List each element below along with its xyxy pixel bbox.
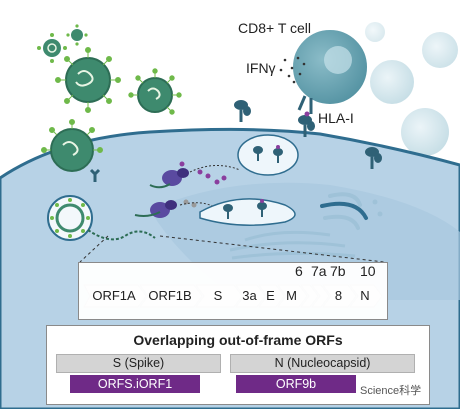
label-ifn: IFNγ: [246, 60, 276, 76]
orf-bar-nucleocapsid: ORF9b: [236, 375, 356, 393]
cd8-t-cell: [291, 28, 369, 114]
virus-large: [55, 47, 121, 113]
genome-top-number: 10: [360, 263, 376, 279]
hla-molecules: [234, 100, 382, 169]
orf-bar-spike: ORFS.iORF1: [70, 375, 200, 393]
ifn-dots: [279, 56, 306, 84]
genome-segment: N: [360, 288, 370, 303]
virus-small-a: [37, 33, 67, 63]
genome-top-number: 7b: [330, 263, 346, 279]
ribosomes: [134, 161, 241, 218]
watermark-text: Science科学: [360, 385, 422, 397]
virus-particles: [37, 24, 182, 182]
genome-segment: 3a: [242, 288, 257, 303]
er-vesicles: [199, 134, 299, 226]
virus-bound: [41, 119, 103, 172]
gene-bar-spike: S (Spike): [56, 354, 221, 373]
genome-segment: ORF1B: [148, 288, 192, 303]
label-hla: HLA-I: [318, 110, 354, 126]
genome-segment: ORF1A: [92, 288, 136, 303]
virus-medium: [128, 68, 182, 115]
genome-segment: M: [286, 288, 297, 303]
vesicle-with-virus: [47, 195, 156, 241]
endoplasmic-reticulum: [229, 230, 356, 260]
genome-segment: E: [266, 288, 275, 303]
receptor-ace2: [89, 168, 101, 182]
genome-segment: S: [213, 288, 223, 303]
virus-small-b: [66, 24, 88, 46]
genome-segment: 8: [334, 288, 343, 303]
golgi: [320, 192, 383, 230]
genome-top-number: 6: [295, 263, 303, 279]
genome-panel: [78, 262, 388, 320]
genome-top-number: 7a: [311, 263, 327, 279]
label-tcell: CD8+ T cell: [238, 20, 312, 36]
gene-bar-nucleocapsid: N (Nucleocapsid): [230, 354, 415, 373]
zoom-lines: [79, 235, 385, 263]
orf-panel-title: Overlapping out-of-frame ORFs: [133, 332, 343, 348]
